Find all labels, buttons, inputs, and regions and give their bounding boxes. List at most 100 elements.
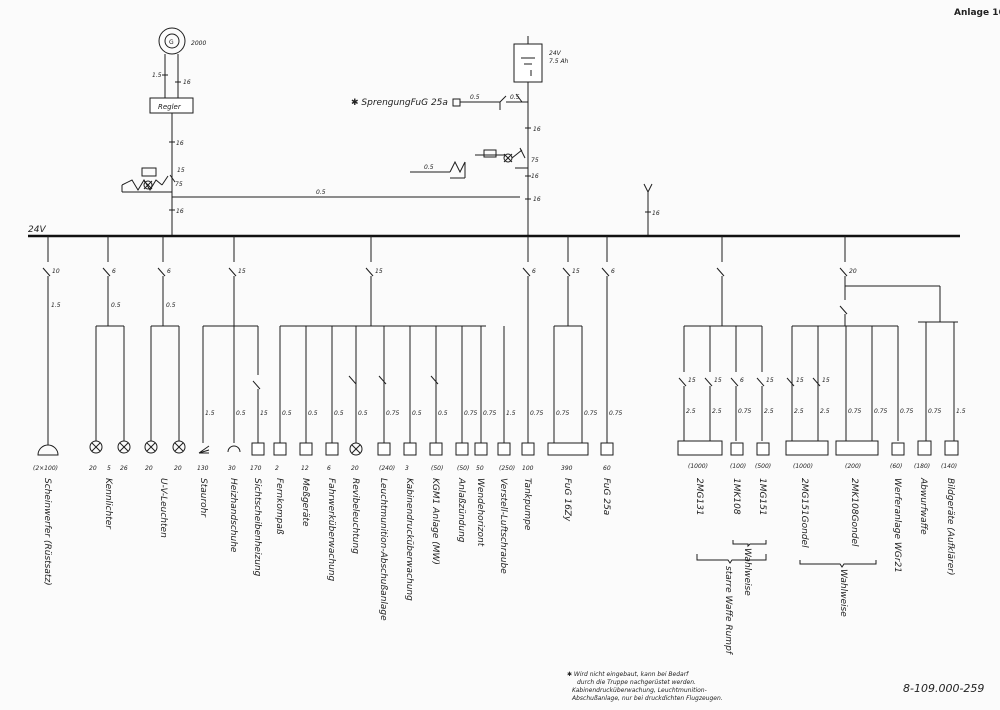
screen-heater-box xyxy=(251,442,265,456)
blast-circuit: ✱ SprengungFuG 25a 0.5 0.5 16 xyxy=(351,93,541,236)
b5-wire: 0.75 xyxy=(386,410,400,417)
sheet-label: Anlage 16 xyxy=(954,8,1000,18)
heater-icon xyxy=(198,445,210,454)
b7-wire-b: 0.75 xyxy=(584,410,598,417)
blast-label: ✱ SprengungFuG 25a xyxy=(351,98,448,108)
b9-wire: 2.5 xyxy=(764,408,774,415)
b4-wire-c: 15 xyxy=(260,410,268,417)
b7-name: FuG 16Zy xyxy=(562,478,572,522)
b2-wire: 0.5 xyxy=(111,302,121,309)
b10-value-3: (180) xyxy=(914,463,930,470)
b4-name-c: Sichtscheibenheizung xyxy=(252,478,262,577)
main-bus: 24V xyxy=(28,225,960,238)
b8-name: FuG 25a xyxy=(601,478,611,515)
b9-fuse: 6 xyxy=(740,377,744,384)
b9-wire: 0.75 xyxy=(738,408,752,415)
b8-wire: 0.75 xyxy=(609,410,623,417)
b5-name: Revibeleuchtung xyxy=(350,478,360,554)
b4-value-a: 130 xyxy=(197,465,209,472)
b10-name-0: 2MG151Gondel xyxy=(799,478,809,548)
b5-value: 2 xyxy=(275,465,279,472)
footnote-line-3: Abschußanlage, nur bei druckdichten Flug… xyxy=(571,695,723,702)
left-relay-label-a: 15 xyxy=(177,167,185,174)
b2-value-b: 5 xyxy=(107,465,111,472)
b9-name-0: 2MG131 xyxy=(694,478,704,516)
instrument-box xyxy=(377,442,391,456)
mg151-gondel-box xyxy=(785,440,829,456)
b1-fuse: 10 xyxy=(52,268,60,275)
b2-value-c: 26 xyxy=(120,465,128,472)
b3-fuse: 6 xyxy=(167,268,171,275)
b9-name-1: 1MK108 xyxy=(731,478,741,515)
b5-wire: 0.75 xyxy=(483,410,497,417)
b4-name-a: Staurohr xyxy=(198,478,208,518)
b10-wire: 0.75 xyxy=(874,408,888,415)
generator-symbol xyxy=(158,27,186,55)
weapons-bracket xyxy=(696,554,767,564)
bus-voltage: 24V xyxy=(28,225,46,235)
link-line-label: 0.5 xyxy=(316,189,326,196)
center-relay: 0.5 75 16 16 xyxy=(410,147,541,203)
lamp-icon xyxy=(89,440,103,454)
branch-instruments: 15 0.52Fernkompaß0.512Meßgeräte0.56Fahrw… xyxy=(273,236,516,621)
b5-name: Kabinendrucküberwachung xyxy=(404,478,414,601)
branch-uv-leuchten: 6 0.5 20 20 U-V-Leuchten xyxy=(144,236,186,538)
b5-value: 12 xyxy=(301,465,309,472)
b8-fuse: 6 xyxy=(611,268,615,275)
left-relay-label-c: 16 xyxy=(176,208,184,215)
wgr21-box xyxy=(891,442,905,456)
b10-name-1: 2MK108Gondel xyxy=(849,478,859,547)
blast-label-a: 0.5 xyxy=(470,94,480,101)
b5-value: (240) xyxy=(379,465,395,472)
b5-wire: 0.5 xyxy=(358,410,368,417)
b10-wire: 0.75 xyxy=(848,408,862,415)
drawing-number: 8-109.000-259 xyxy=(903,682,984,695)
b3-value-b: 20 xyxy=(174,465,182,472)
b9-group: Wahlweise xyxy=(742,548,752,596)
b5-value: 50 xyxy=(476,465,484,472)
lamp-icon xyxy=(144,440,158,454)
branch-tankpumpe: 6 0.75 100 Tankpumpe xyxy=(521,236,544,531)
b10-fuse: 15 xyxy=(822,377,830,384)
b5-wire: 0.5 xyxy=(334,410,344,417)
b5-wire: 0.5 xyxy=(282,410,292,417)
b5-name: Anlaßzündung xyxy=(456,477,466,543)
b5-value: (50) xyxy=(431,465,443,472)
battery-voltage: 24V xyxy=(549,50,562,57)
glove-heater-icon xyxy=(227,445,241,453)
b9-fuse: 15 xyxy=(714,377,722,384)
b10-wire: 2.5 xyxy=(820,408,830,415)
instrument-box xyxy=(299,442,313,456)
b4-name-b: Heizhandschuhe xyxy=(228,478,238,553)
b1-wire: 1.5 xyxy=(51,302,61,309)
b5-name: Leuchtmunition-Abschußanlage xyxy=(378,478,388,621)
b1-name: Scheinwerfer (Rüstsatz) xyxy=(42,478,52,586)
link-line: 0.5 xyxy=(172,189,520,198)
b7-wire-a: 0.75 xyxy=(556,410,570,417)
b9-name-2: 1MG151 xyxy=(757,478,767,516)
b5-value: 20 xyxy=(351,465,359,472)
mg151-box xyxy=(756,442,770,456)
footnote-line-1: durch die Truppe nachgerüstet werden. xyxy=(577,679,696,686)
b5-fuse: 15 xyxy=(375,268,383,275)
b9-fuse: 15 xyxy=(766,377,774,384)
b5-wire: 0.75 xyxy=(464,410,478,417)
regulator-label: Regler xyxy=(158,103,182,111)
footnote-line-2: Kabinendrucküberwachung, Leuchtmunition- xyxy=(572,687,707,694)
mk108-gondel-box xyxy=(835,440,879,456)
blast-label-b: 0.5 xyxy=(510,94,520,101)
center-label-b: 75 xyxy=(531,157,539,164)
b5-value: 6 xyxy=(327,465,331,472)
branch-fug25: 6 0.75 60 FuG 25a xyxy=(600,236,623,515)
branch-fug16: 15 0.75 0.75 390 FuG 16Zy xyxy=(547,236,598,522)
lamp-icon xyxy=(349,442,363,456)
b4-wire-b: 0.5 xyxy=(236,410,246,417)
lamp-icon xyxy=(117,440,131,454)
b10-value-0: (1000) xyxy=(793,463,813,470)
abwurf-box xyxy=(917,440,932,456)
generator-inner xyxy=(164,33,180,49)
